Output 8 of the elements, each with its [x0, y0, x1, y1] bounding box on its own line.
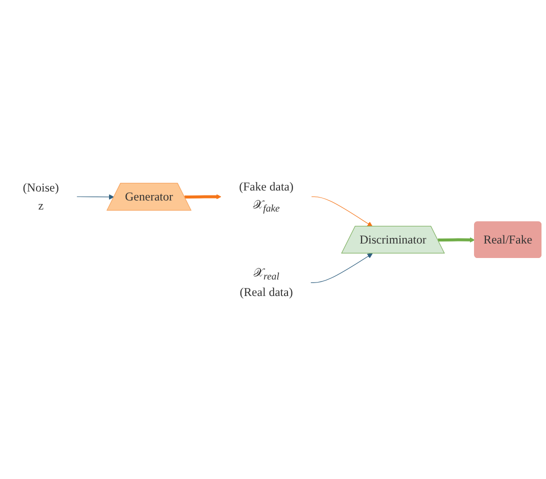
arrow	[311, 196, 373, 227]
arrow	[310, 253, 373, 283]
node-text: (Noise) z	[22, 180, 59, 212]
arrow	[76, 194, 114, 200]
node-text: 𝒳$_{real}$ (Real data)	[240, 266, 293, 299]
node-text: (Fake data) 𝒳$_{fake}$	[239, 180, 294, 214]
arrow	[184, 194, 222, 200]
arrow	[438, 237, 475, 242]
